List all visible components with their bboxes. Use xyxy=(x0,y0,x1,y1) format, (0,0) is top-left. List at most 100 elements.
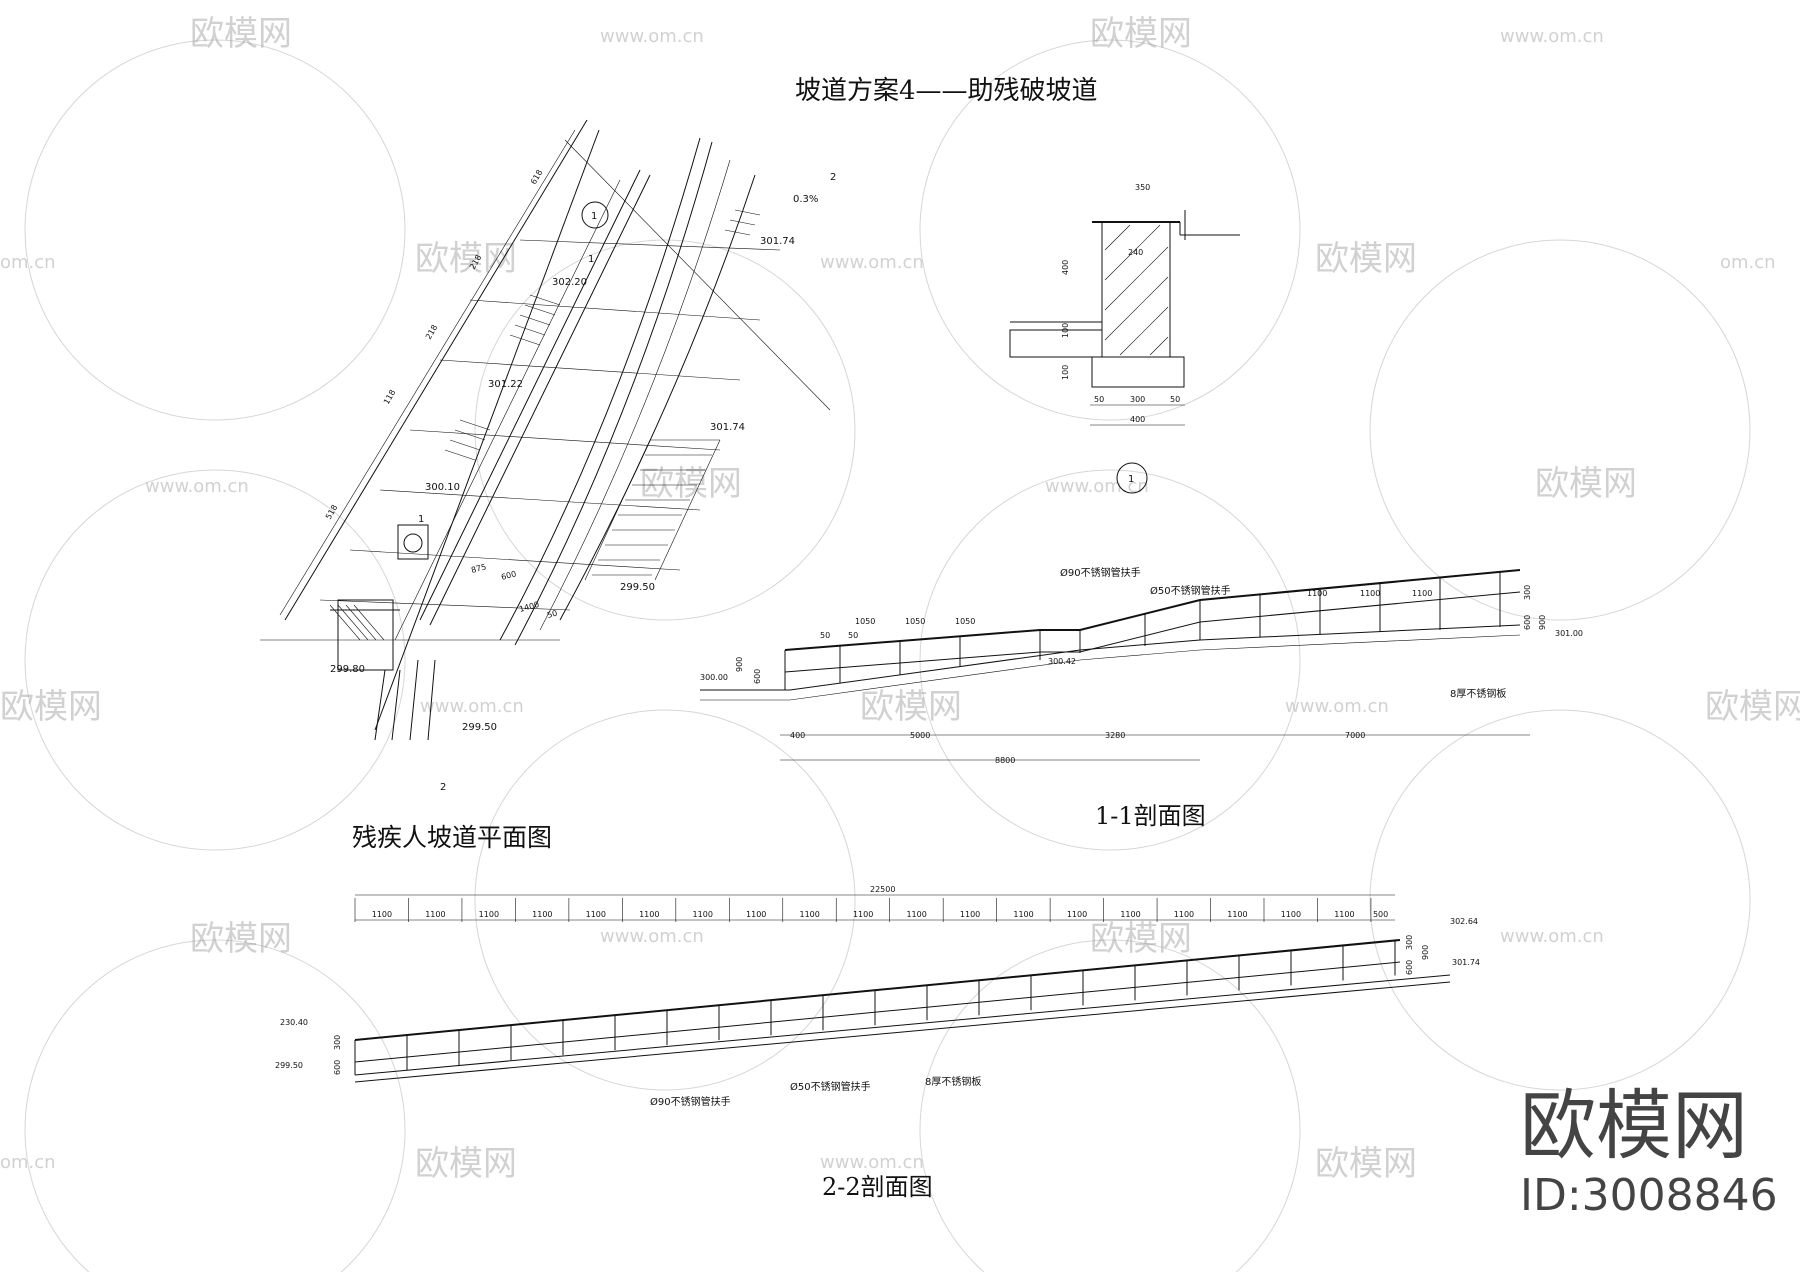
s11-small-dim: 50 xyxy=(820,631,830,640)
detail-dim: 50 xyxy=(1094,395,1104,404)
s11-side-dim: 300 xyxy=(1523,585,1532,600)
plan-detail-mark: 1 xyxy=(591,211,597,222)
s11-side-dim: 900 xyxy=(735,657,744,672)
s22-span-dim: 1100 xyxy=(425,910,445,919)
wm-url: www.om.cn xyxy=(820,252,924,273)
wm-brand: 欧模网 xyxy=(1315,239,1417,279)
wm-brand: 欧模网 xyxy=(1705,687,1800,727)
wm-url: www.om.cn xyxy=(1045,476,1149,497)
s11-top-dim: 1100 xyxy=(1412,589,1432,598)
s11-top-dim: 1100 xyxy=(1360,589,1380,598)
s22-span-dim: 1100 xyxy=(586,910,606,919)
section22-caption: 2-2剖面图 xyxy=(822,1173,933,1201)
plan-dim: 1400 xyxy=(518,600,540,614)
wm-brand: 欧模网 xyxy=(640,464,742,504)
section-mark: 2 xyxy=(440,782,446,793)
s22-side-dim: 600 xyxy=(333,1060,342,1075)
s11-top-dim: 1100 xyxy=(1307,589,1327,598)
wm-url: www.om.cn xyxy=(1285,696,1389,717)
s22-side-dim: 300 xyxy=(1405,935,1414,950)
plan-dim: 118 xyxy=(382,388,397,406)
s11-top-dim: 1050 xyxy=(855,617,875,626)
section-mark: 1 xyxy=(418,514,424,525)
watermark-layer: 欧模网 欧模网 www.om.cn www.om.cn 欧模网 欧模网 om.c… xyxy=(0,14,1800,1184)
s22-span-dim: 1100 xyxy=(906,910,926,919)
plan-dim: 50 xyxy=(546,609,558,620)
s22-level: 299.50 xyxy=(275,1061,303,1070)
s11-side-dim: 600 xyxy=(753,669,762,684)
plan-level: 299.50 xyxy=(462,722,497,733)
plan-dim: 218 xyxy=(424,323,439,341)
wm-url: om.cn xyxy=(0,252,56,273)
wm-brand: 欧模网 xyxy=(415,1144,517,1184)
s11-small-dim: 50 xyxy=(848,631,858,640)
plan-level: 301.22 xyxy=(488,379,523,390)
section11-caption: 1-1剖面图 xyxy=(1095,802,1206,830)
plan-dim: 618 xyxy=(529,168,544,186)
s11-level: 300.00 xyxy=(700,673,728,682)
wm-brand: 欧模网 xyxy=(1090,919,1192,959)
plan-level: 301.74 xyxy=(760,236,795,247)
s22-handrail2: Ø50不锈钢管扶手 xyxy=(790,1080,871,1093)
s22-span-dim: 1100 xyxy=(1067,910,1087,919)
s22-span-dim: 1100 xyxy=(746,910,766,919)
ramp-plan: 1 618 218 218 118 518 875 600 1400 50 30… xyxy=(260,119,836,793)
plan-level: 300.10 xyxy=(425,482,460,493)
s22-side-dim: 900 xyxy=(1421,945,1430,960)
plan-slope: 0.3% xyxy=(793,194,818,205)
watermark-arcs xyxy=(24,39,1751,1272)
s11-handrail1: Ø90不锈钢管扶手 xyxy=(1060,566,1141,579)
wm-brand: 欧模网 xyxy=(190,14,292,54)
section-mark: 2 xyxy=(830,172,836,183)
wm-url: www.om.cn xyxy=(420,696,524,717)
s11-plate: 8厚不锈钢板 xyxy=(1450,687,1506,700)
s22-span-dim: 1100 xyxy=(372,910,392,919)
wm-url: om.cn xyxy=(0,1152,56,1173)
wm-url: www.om.cn xyxy=(1500,26,1604,47)
plan-caption: 残疾人坡道平面图 xyxy=(352,823,552,852)
section-1-1: Ø90不锈钢管扶手 Ø50不锈钢管扶手 8厚不锈钢板 1050 1050 105… xyxy=(700,566,1583,765)
s11-side-dim: 900 xyxy=(1538,615,1547,630)
s22-total: 22500 xyxy=(870,885,895,894)
detail-dim: 50 xyxy=(1170,395,1180,404)
detail-mark: 1 xyxy=(1128,474,1134,485)
wm-brand: 欧模网 xyxy=(1090,14,1192,54)
wm-url: www.om.cn xyxy=(600,926,704,947)
detail-dim: 100 xyxy=(1061,365,1070,380)
wall-detail: 350 240 400 100 100 50 300 50 400 1 xyxy=(1009,183,1240,494)
plan-level: 299.50 xyxy=(620,582,655,593)
s22-span-dim: 1100 xyxy=(1281,910,1301,919)
s11-bottom-dim: 5000 xyxy=(910,731,930,740)
s22-span-dim: 1100 xyxy=(1227,910,1247,919)
wm-url: www.om.cn xyxy=(820,1152,924,1173)
wm-brand: 欧模网 xyxy=(415,239,517,279)
s22-span-dim: 1100 xyxy=(1174,910,1194,919)
s22-level: 301.74 xyxy=(1452,958,1480,967)
wm-url: www.om.cn xyxy=(145,476,249,497)
wm-url: www.om.cn xyxy=(600,26,704,47)
s22-span-dim: 1100 xyxy=(1120,910,1140,919)
s22-span-dim: 1100 xyxy=(639,910,659,919)
detail-dim: 300 xyxy=(1130,395,1145,404)
detail-dim: 400 xyxy=(1130,415,1145,424)
wm-url: www.om.cn xyxy=(1500,926,1604,947)
s22-span-dim: 1100 xyxy=(1334,910,1354,919)
s22-span-dim: 1100 xyxy=(960,910,980,919)
section-2-2: 22500 1100 1100 1100 1100 1100 1100 1100 1100 11… xyxy=(275,885,1480,1108)
s11-top-dim: 1050 xyxy=(905,617,925,626)
plan-level: 301.74 xyxy=(710,422,745,433)
wm-brand: 欧模网 xyxy=(0,687,102,727)
s22-span-dim: 1100 xyxy=(853,910,873,919)
s22-side-dim: 300 xyxy=(333,1035,342,1050)
s11-side-dim: 600 xyxy=(1523,615,1532,630)
s22-span-dim: 1100 xyxy=(532,910,552,919)
s22-level: 230.40 xyxy=(280,1018,308,1027)
detail-dim: 240 xyxy=(1128,248,1143,257)
s11-level: 301.00 xyxy=(1555,629,1583,638)
plan-level: 302.20 xyxy=(552,277,587,288)
s11-bottom-dim: 400 xyxy=(790,731,805,740)
s11-bottom-dim: 7000 xyxy=(1345,731,1365,740)
s22-side-dim: 600 xyxy=(1405,960,1414,975)
s11-handrail2: Ø50不锈钢管扶手 xyxy=(1150,584,1231,597)
section-mark: 1 xyxy=(588,254,594,265)
